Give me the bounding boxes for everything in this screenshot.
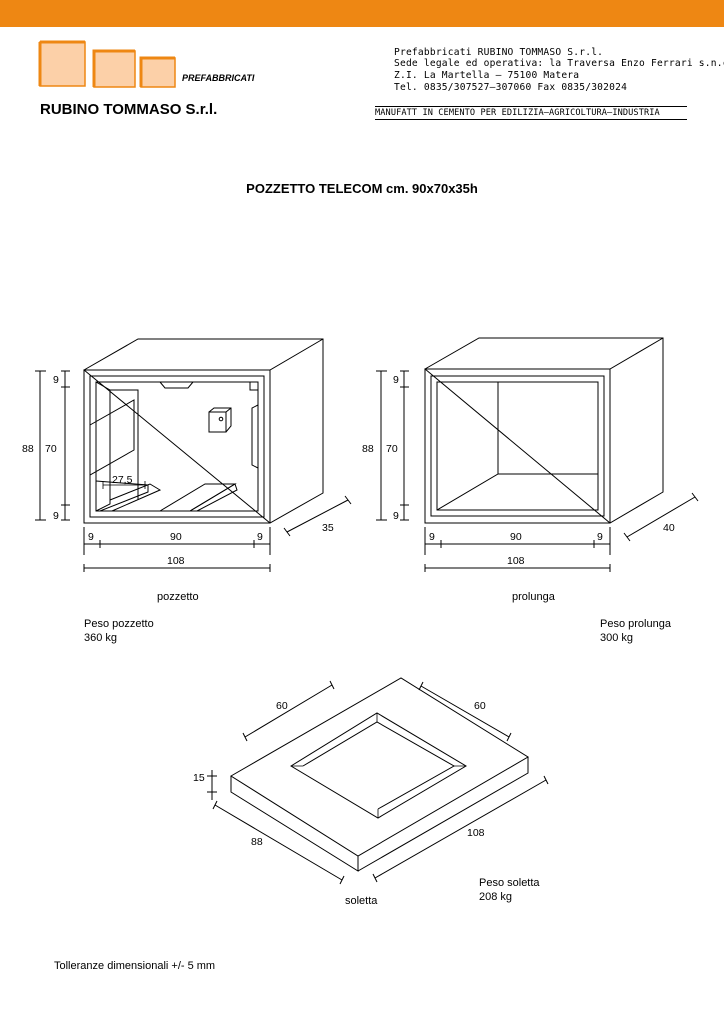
- company-name: RUBINO TOMMASO S.r.l.: [40, 101, 218, 118]
- soletta-thickness-dim: 15: [193, 772, 205, 784]
- prolunga-bottom-dim: 9: [393, 510, 399, 522]
- pozzetto-bottom-dim: 9: [53, 510, 59, 522]
- prolunga-weight-value: 300 kg: [600, 632, 634, 644]
- company-tagline: MANUFATT IN CEMENTO PER EDILIZIA—AGRICOL…: [375, 106, 687, 120]
- tolerance-note: Tolleranze dimensionali +/- 5 mm: [54, 960, 216, 972]
- prolunga-drawing: [376, 337, 699, 572]
- logo-tagline: PREFABBRICATI: [182, 73, 255, 83]
- pozzetto-outer-height-dim: 88: [22, 443, 34, 455]
- soletta-opening-left-dim: 60: [276, 700, 288, 712]
- page-title: POZZETTO TELECOM cm. 90x70x35h: [246, 181, 478, 196]
- prolunga-top-dim: 9: [393, 374, 399, 386]
- soletta-weight-label: Peso soletta: [479, 877, 540, 889]
- prolunga-inner-height-dim: 70: [386, 443, 398, 455]
- soletta-opening-right-dim: 60: [474, 700, 486, 712]
- address-line-3: Z.I. La Martella — 75100 Matera: [394, 70, 580, 81]
- address-line-1: Prefabbricati RUBINO TOMMASO S.r.l.: [394, 47, 604, 58]
- address-line-4: Tel. 0835/307527—307060 Fax 0835/302024: [394, 82, 628, 93]
- prolunga-outer-height-dim: 88: [362, 443, 374, 455]
- pozzetto-total-width-dim: 108: [167, 555, 185, 567]
- pozzetto-right-dim: 9: [257, 531, 263, 543]
- prolunga-depth-dim: 40: [663, 522, 675, 534]
- pozzetto-ledge-dim: 27,5: [112, 474, 133, 486]
- prolunga-left-dim: 9: [429, 531, 435, 543]
- soletta-drawing: [207, 677, 549, 885]
- pozzetto-width-dim: 90: [170, 531, 182, 543]
- prolunga-total-width-dim: 108: [507, 555, 525, 567]
- pozzetto-depth-dim: 35: [322, 522, 334, 534]
- soletta-length-dim: 108: [467, 827, 485, 839]
- soletta-weight-value: 208 kg: [479, 891, 513, 903]
- pozzetto-caption: pozzetto: [157, 591, 199, 603]
- prolunga-width-dim: 90: [510, 531, 522, 543]
- pozzetto-top-dim: 9: [53, 374, 59, 386]
- prolunga-caption: prolunga: [512, 591, 555, 603]
- pozzetto-inner-height-dim: 70: [45, 443, 57, 455]
- prolunga-right-dim: 9: [597, 531, 603, 543]
- pozzetto-weight-value: 360 kg: [84, 632, 118, 644]
- soletta-side-dim: 88: [251, 836, 263, 848]
- pozzetto-weight-label: Peso pozzetto: [84, 618, 154, 630]
- pozzetto-drawing: [35, 338, 352, 572]
- soletta-caption: soletta: [345, 895, 378, 907]
- header-accent-bar: [0, 0, 724, 27]
- address-line-2: Sede legale ed operativa: la Traversa En…: [394, 58, 724, 69]
- pozzetto-left-dim: 9: [88, 531, 94, 543]
- prolunga-weight-label: Peso prolunga: [600, 618, 671, 630]
